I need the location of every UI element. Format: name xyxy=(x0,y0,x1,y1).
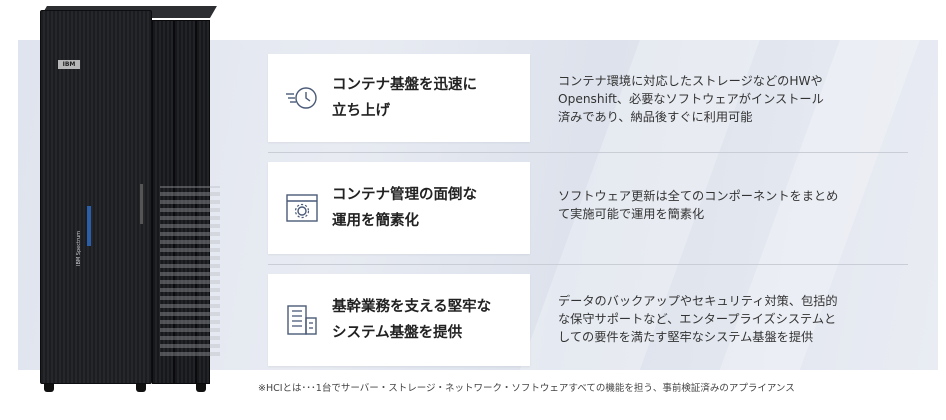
door-handle xyxy=(140,184,143,224)
browser-gear-icon xyxy=(286,194,318,222)
rack-vertical-label: IBM Spectrum xyxy=(76,230,82,266)
rack-side-panel xyxy=(152,20,174,384)
footnote: ※HCIとは･･･1台でサーバー・ストレージ・ネットワーク・ソフトウェアすべての… xyxy=(258,383,795,394)
section-divider xyxy=(268,264,908,265)
server-rack-image: IBM IBM Spectrum xyxy=(40,6,220,392)
rack-front-door xyxy=(40,10,152,384)
clock-speed-icon xyxy=(286,87,317,109)
feature-description: データのバックアップやセキュリティ対策、包括的 な保守サポートなど、エンタープラ… xyxy=(558,294,838,344)
feature-description: コンテナ環境に対応したストレージなどのHWや Openshift、必要なソフトウ… xyxy=(558,74,824,124)
ibm-striped-logo xyxy=(160,186,220,356)
section-divider xyxy=(268,152,908,153)
feature-card-simplify-ops: コンテナ管理の面倒な 運用を簡素化 xyxy=(268,162,530,254)
feature-card-robust-platform: 基幹業務を支える堅牢な システム基盤を提供 xyxy=(268,274,530,366)
ibm-logo-badge: IBM xyxy=(58,60,80,69)
rack-side-panel xyxy=(196,20,210,384)
rack-foot xyxy=(196,384,206,392)
building-icon xyxy=(287,305,317,335)
feature-card-rapid-deploy: コンテナ基盤を迅速に 立ち上げ xyxy=(268,54,530,142)
feature-title: コンテナ基盤を迅速に 立ち上げ xyxy=(332,77,477,119)
status-strip xyxy=(87,206,91,246)
feature-title: 基幹業務を支える堅牢な システム基盤を提供 xyxy=(332,299,492,341)
rack-foot xyxy=(136,384,146,392)
feature-description: ソフトウェア更新は全てのコンポーネントをまとめ て実施可能で運用を簡素化 xyxy=(558,189,839,221)
feature-title: コンテナ管理の面倒な 運用を簡素化 xyxy=(332,187,477,229)
rack-side-panel xyxy=(174,20,196,384)
rack-foot xyxy=(44,384,54,392)
